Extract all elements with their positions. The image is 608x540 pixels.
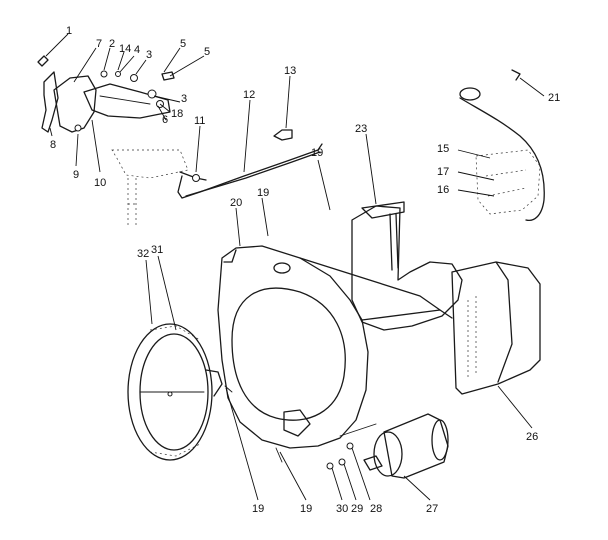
callout-19-left: 19 bbox=[252, 503, 264, 515]
callout-19-center: 19 bbox=[257, 187, 269, 199]
callout-3: 3 bbox=[146, 49, 152, 61]
callout-23: 23 bbox=[355, 123, 367, 135]
callout-11: 11 bbox=[194, 115, 205, 127]
callout-20: 20 bbox=[230, 197, 242, 209]
blower-housing bbox=[217, 245, 453, 449]
callout-32: 32 bbox=[137, 248, 149, 260]
callout-5: 5 bbox=[180, 38, 186, 50]
callout-19-upper: 19 bbox=[311, 147, 323, 159]
callout-26: 26 bbox=[526, 431, 538, 443]
callout-9: 9 bbox=[73, 169, 79, 181]
callout-5-second: 5 bbox=[204, 46, 210, 58]
callout-29: 29 bbox=[351, 503, 363, 515]
callout-15: 15 bbox=[437, 143, 449, 155]
rotating-screen bbox=[127, 323, 223, 461]
callout-8: 8 bbox=[50, 139, 56, 151]
ignition-coil-wire bbox=[459, 69, 545, 222]
callout-leaders bbox=[45, 33, 545, 501]
cylinder-shield bbox=[451, 261, 541, 395]
callout-7: 7 bbox=[96, 38, 102, 50]
callout-18: 18 bbox=[171, 108, 183, 120]
control-bracket-assembly bbox=[37, 55, 189, 228]
governor-link-rod bbox=[177, 129, 323, 199]
electric-starter-motor bbox=[224, 385, 449, 479]
callout-12: 12 bbox=[243, 89, 255, 101]
air-guide-baffle bbox=[351, 201, 463, 331]
callout-1: 1 bbox=[66, 25, 72, 37]
callout-17: 17 bbox=[437, 166, 449, 178]
callout-2: 2 bbox=[109, 38, 115, 50]
callout-30: 30 bbox=[336, 503, 348, 515]
callout-10: 10 bbox=[94, 177, 106, 189]
callout-6: 6 bbox=[162, 114, 168, 126]
callout-14: 14 bbox=[119, 43, 131, 55]
callout-28: 28 bbox=[370, 503, 382, 515]
callout-16: 16 bbox=[437, 184, 449, 196]
callout-13: 13 bbox=[284, 65, 296, 77]
callout-27: 27 bbox=[426, 503, 438, 515]
callout-labels: 1 7 2 14 4 3 5 5 3 6 18 8 9 10 11 12 13 … bbox=[50, 25, 560, 515]
callout-4: 4 bbox=[134, 44, 140, 56]
callout-31: 31 bbox=[151, 244, 163, 256]
callout-19-bottom: 19 bbox=[300, 503, 312, 515]
callout-21: 21 bbox=[548, 92, 560, 104]
callout-3-second: 3 bbox=[181, 93, 187, 105]
